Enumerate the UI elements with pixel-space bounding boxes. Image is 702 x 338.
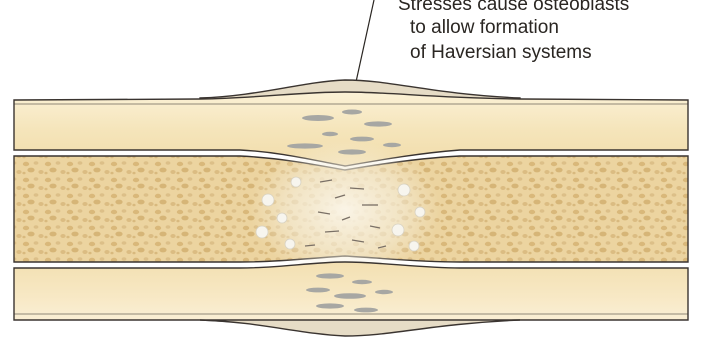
annotation-line-1: Stresses cause osteoblasts xyxy=(398,0,629,15)
annotation-line-3: of Haversian systems xyxy=(410,42,592,63)
lower-callus xyxy=(200,320,520,336)
annotation-line-2: to allow formation xyxy=(410,17,559,38)
annotation: Stresses cause osteoblasts to allow form… xyxy=(398,0,629,63)
fracture-zone xyxy=(250,140,440,280)
